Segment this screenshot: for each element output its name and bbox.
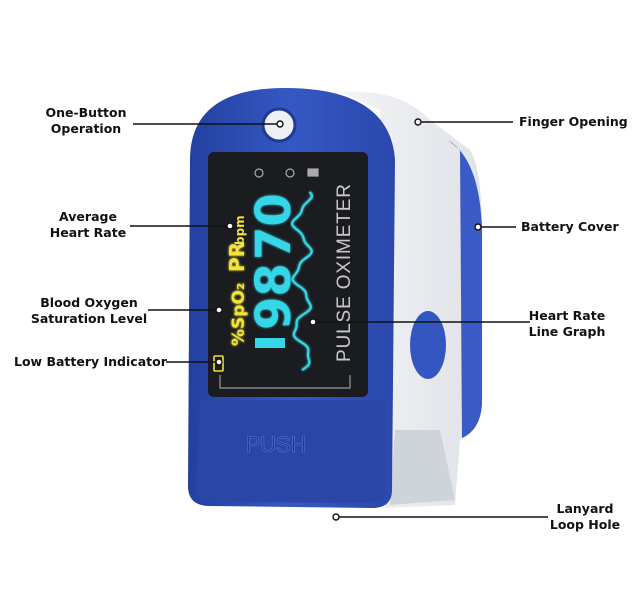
battery-icon (213, 355, 224, 372)
push-panel (196, 400, 385, 503)
callout-finger-opening: Finger Opening (414, 114, 628, 129)
svg-text:Loop Hole: Loop Hole (550, 517, 620, 532)
callout-heart-rate-graph: Heart Rate Line Graph (309, 308, 606, 339)
svg-text:Finger Opening: Finger Opening (519, 114, 628, 129)
callout-blood-oxygen: Blood Oxygen Saturation Level (31, 295, 223, 326)
spo2-label: %SpO₂ (229, 283, 249, 346)
svg-text:Saturation Level: Saturation Level (31, 311, 147, 326)
svg-text:One-Button: One-Button (45, 105, 126, 120)
svg-text:Low Battery Indicator: Low Battery Indicator (14, 354, 168, 369)
svg-text:Average: Average (59, 209, 117, 224)
bar-graph-frame (219, 375, 351, 389)
power-icon (285, 168, 295, 178)
svg-text:Blood Oxygen: Blood Oxygen (40, 295, 137, 310)
svg-text:Battery Cover: Battery Cover (521, 219, 619, 234)
device-rear-housing (340, 91, 482, 509)
svg-text:Operation: Operation (51, 121, 121, 136)
pleth-waveform (290, 191, 314, 371)
battery-cover-edge (448, 140, 482, 438)
callout-one-button: One-Button Operation (45, 105, 284, 136)
svg-text:Line Graph: Line Graph (529, 324, 606, 339)
spo2-value: 98 (246, 263, 302, 330)
oled-screen: PR bpm %SpO₂ 98 70 PULSE OXIMETER (208, 152, 368, 397)
callout-battery-cover: Battery Cover (474, 219, 619, 234)
svg-text:Heart Rate: Heart Rate (50, 225, 126, 240)
push-label: PUSH (245, 432, 306, 457)
pr-label: PR (225, 242, 249, 272)
pulse-strength-bar (255, 338, 285, 348)
refresh-icon (254, 168, 264, 178)
side-grip (410, 311, 446, 379)
callout-average-heart-rate: Average Heart Rate (50, 209, 234, 240)
pr-unit: bpm (233, 215, 247, 245)
brand-text: PULSE OXIMETER (334, 184, 355, 362)
signal-icon (307, 168, 319, 177)
svg-text:Heart Rate: Heart Rate (529, 308, 605, 323)
svg-text:Lanyard: Lanyard (557, 501, 614, 516)
status-icons (254, 168, 319, 178)
callout-low-battery: Low Battery Indicator (14, 354, 223, 369)
callout-lanyard: Lanyard Loop Hole (332, 501, 620, 532)
